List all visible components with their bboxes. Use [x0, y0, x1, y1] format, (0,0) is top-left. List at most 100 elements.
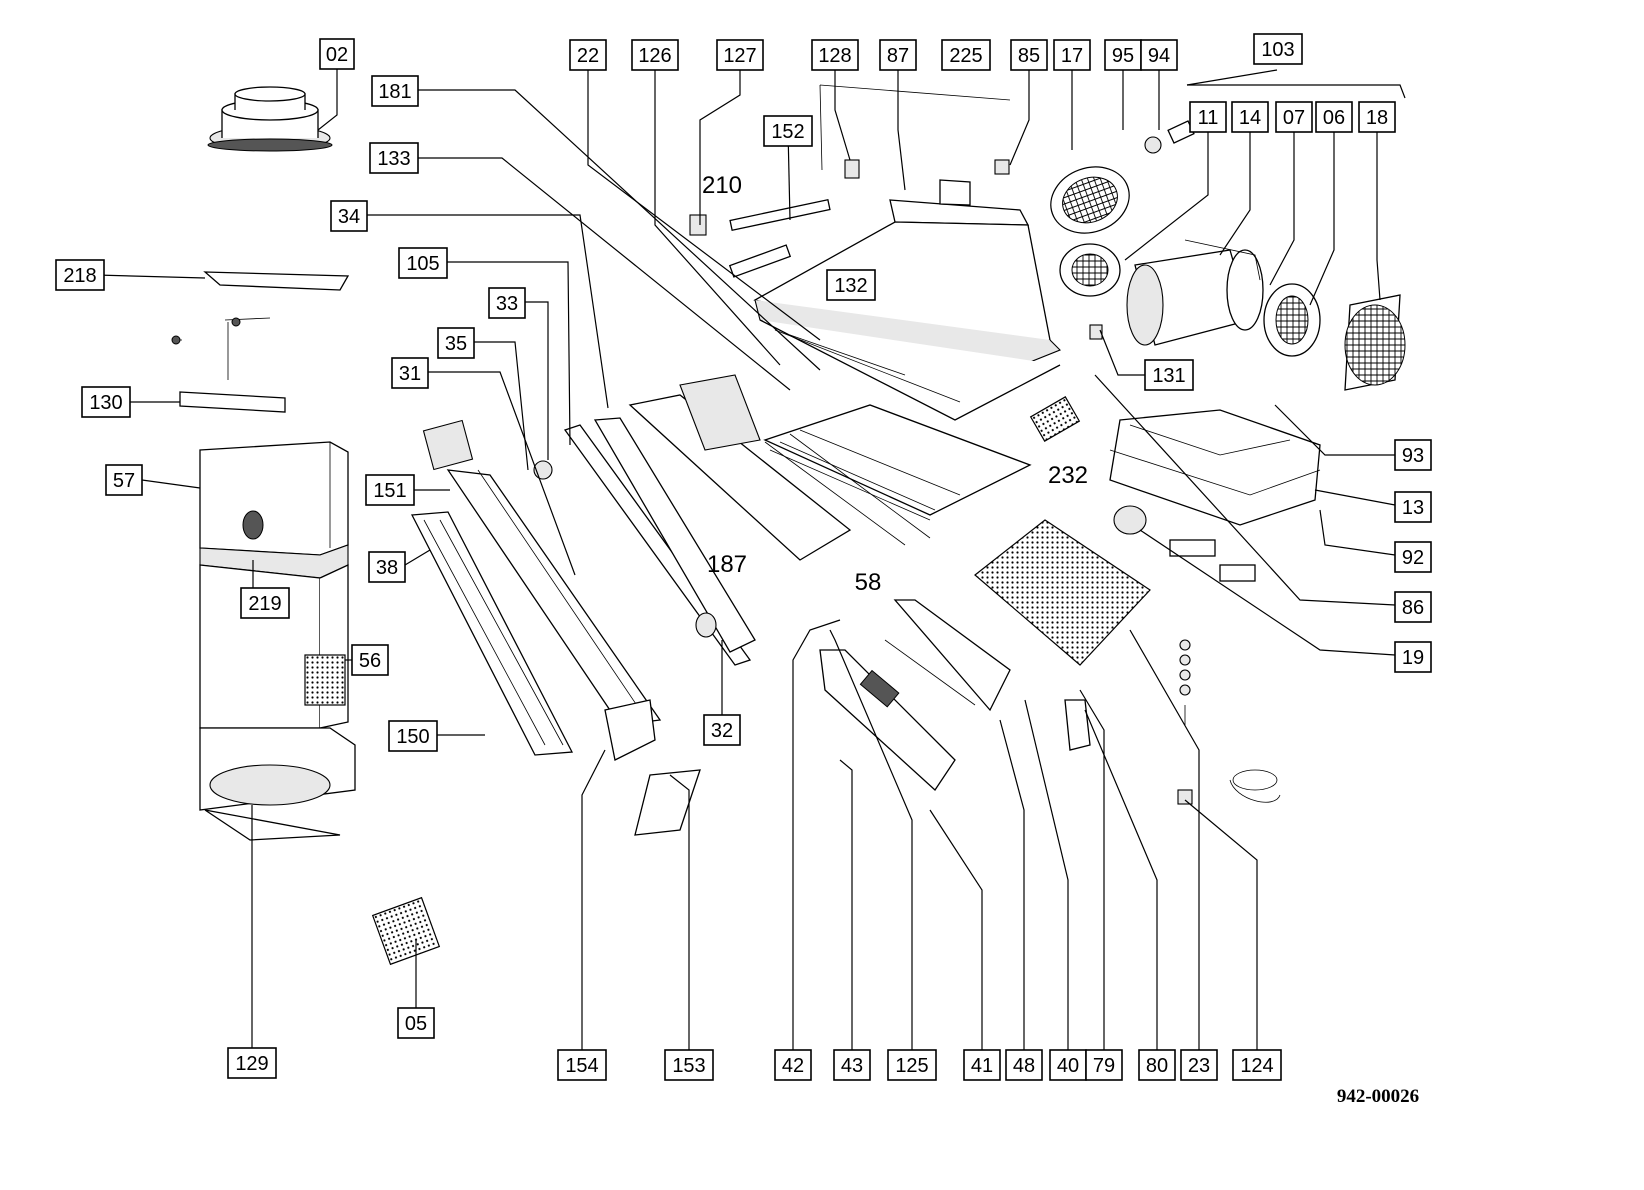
label-18: 18 — [1358, 101, 1396, 133]
part-drawings — [171, 84, 1406, 966]
label-79: 79 — [1085, 1049, 1123, 1081]
label-219: 219 — [240, 587, 290, 619]
label-33-text: 33 — [496, 293, 518, 315]
label-23-text: 23 — [1188, 1055, 1210, 1077]
label-153: 153 — [664, 1049, 714, 1081]
label-225-text: 225 — [949, 45, 982, 67]
motor-part — [1126, 239, 1264, 346]
label-32: 32 — [703, 714, 741, 746]
label-18-text: 18 — [1366, 107, 1388, 129]
label-06: 06 — [1315, 101, 1353, 133]
small-filter-part — [1029, 396, 1081, 442]
label-154-text: 154 — [565, 1055, 598, 1077]
end-bracket-2-part — [634, 769, 701, 836]
label-57-text: 57 — [113, 470, 135, 492]
label-02-text: 02 — [326, 44, 348, 66]
label-48: 48 — [1005, 1049, 1043, 1081]
label-187: 187 — [707, 551, 747, 578]
label-43-text: 43 — [841, 1055, 863, 1077]
front-panel-part — [679, 374, 761, 451]
label-79-text: 79 — [1093, 1055, 1115, 1077]
label-19-text: 19 — [1402, 647, 1424, 669]
front-rail-part — [628, 394, 852, 561]
label-13-text: 13 — [1402, 497, 1424, 519]
mounting-plate-part — [422, 419, 474, 471]
label-42-text: 42 — [782, 1055, 804, 1077]
clip-131-part — [1089, 324, 1103, 340]
label-19: 19 — [1394, 641, 1432, 673]
label-225: 225 — [941, 39, 991, 71]
label-152: 152 — [763, 115, 813, 147]
label-133-text: 133 — [377, 148, 410, 170]
terminal-block-2-part — [1219, 564, 1256, 582]
label-35: 35 — [437, 327, 475, 359]
chimney-cover-part — [199, 441, 356, 841]
frame-panel-part — [410, 511, 574, 756]
light-cover-part — [728, 244, 792, 278]
grease-filter-part — [763, 404, 1032, 516]
label-14-text: 14 — [1239, 107, 1261, 129]
label-95-text: 95 — [1112, 45, 1134, 67]
gasket-part — [994, 159, 1010, 175]
label-132: 132 — [826, 269, 876, 301]
label-86: 86 — [1394, 591, 1432, 623]
label-58: 58 — [855, 569, 882, 596]
reference-code: 942-00026 — [1337, 1086, 1419, 1107]
label-151: 151 — [365, 474, 415, 506]
label-38: 38 — [368, 551, 406, 583]
end-bracket-part — [604, 699, 656, 761]
label-38-text: 38 — [376, 557, 398, 579]
strip-part — [729, 198, 831, 232]
label-40: 40 — [1049, 1049, 1087, 1081]
control-panel-part — [593, 417, 756, 653]
label-129-text: 129 — [235, 1053, 268, 1075]
label-34-text: 34 — [338, 206, 360, 228]
label-95: 95 — [1104, 39, 1142, 71]
label-80-text: 80 — [1146, 1055, 1168, 1077]
clip-part — [689, 214, 707, 236]
charcoal-filter-part — [974, 519, 1151, 666]
label-133: 133 — [369, 142, 419, 174]
label-105: 105 — [398, 247, 448, 279]
power-cable-part — [1177, 769, 1281, 805]
label-06-text: 06 — [1323, 107, 1345, 129]
label-127-text: 127 — [723, 45, 756, 67]
label-17-text: 17 — [1061, 45, 1083, 67]
label-41: 41 — [963, 1049, 1001, 1081]
label-124: 124 — [1232, 1049, 1282, 1081]
label-129: 129 — [227, 1047, 277, 1079]
label-07-text: 07 — [1283, 107, 1305, 129]
fan-housing-part — [1050, 166, 1130, 234]
label-130-text: 130 — [89, 392, 122, 414]
label-126-text: 126 — [638, 45, 671, 67]
label-48-text: 48 — [1013, 1055, 1035, 1077]
top-plate-part — [203, 271, 350, 291]
hinge-part — [1064, 699, 1091, 751]
label-02: 02 — [319, 38, 355, 70]
label-210: 210 — [702, 172, 742, 199]
label-05-text: 05 — [405, 1013, 427, 1035]
label-218-text: 218 — [63, 265, 96, 287]
wall-bracket-part — [171, 317, 286, 413]
label-41-text: 41 — [971, 1055, 993, 1077]
label-232: 232 — [1048, 462, 1088, 489]
switch-panel-part — [819, 649, 956, 791]
boxed-labels: 02 22 126 127 128 87 225 85 17 95 94 103… — [55, 33, 1432, 1081]
label-103-text: 103 — [1261, 39, 1294, 61]
label-150: 150 — [388, 720, 438, 752]
capacitor-part — [1113, 505, 1147, 535]
lamp-frame-part — [893, 599, 1011, 712]
control-box-part — [1109, 409, 1321, 526]
label-86-text: 86 — [1402, 597, 1424, 619]
label-126: 126 — [631, 39, 679, 71]
switch-part — [859, 669, 900, 708]
label-40-text: 40 — [1057, 1055, 1079, 1077]
label-154: 154 — [557, 1049, 607, 1081]
label-127: 127 — [716, 39, 764, 71]
screw-stack-part — [1179, 639, 1191, 725]
label-17: 17 — [1053, 39, 1091, 71]
label-152-text: 152 — [771, 121, 804, 143]
label-150-text: 150 — [396, 726, 429, 748]
filter-bars-part — [764, 433, 931, 546]
label-181-text: 181 — [378, 81, 411, 103]
